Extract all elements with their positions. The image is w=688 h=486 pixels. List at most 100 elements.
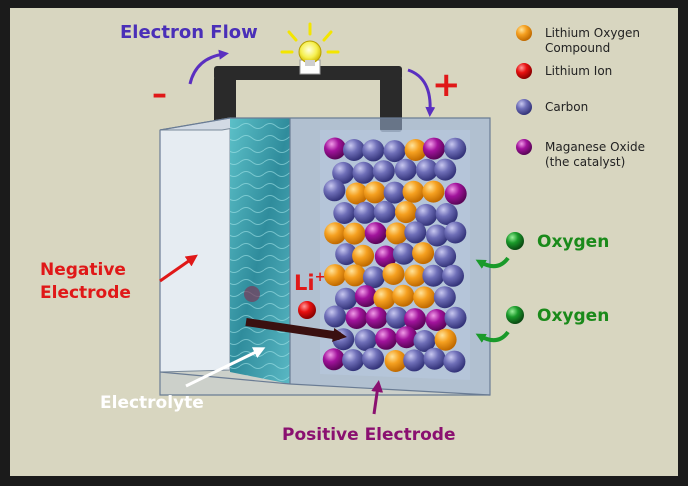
positive-electrode-label: Positive Electrode xyxy=(282,425,456,445)
lithium-oxygen-particle xyxy=(395,201,417,224)
lithium-oxygen-particle xyxy=(404,139,427,161)
carbon-particle xyxy=(373,200,396,223)
manganese-oxide-particle xyxy=(364,222,387,245)
carbon-particle xyxy=(426,224,448,247)
carbon-particle xyxy=(435,203,458,225)
light-bulb-icon xyxy=(280,22,340,66)
negative-electrode-label-2: Electrode xyxy=(40,283,131,303)
negative-electrode xyxy=(159,117,231,373)
carbon-particle xyxy=(324,305,347,328)
plus-sign: + xyxy=(432,65,461,105)
carbon-particle xyxy=(442,264,464,287)
lithium-oxygen-particle xyxy=(345,182,368,205)
carbon-particle xyxy=(443,350,466,373)
manganese-oxide-particle xyxy=(422,137,445,160)
lithium-oxygen-particle xyxy=(404,264,427,287)
electron-flow-label: Electron Flow xyxy=(120,22,258,43)
legend-swatch-lithium-ion xyxy=(516,63,532,79)
oxygen-label-bottom: Oxygen xyxy=(537,306,609,326)
lithium-oxygen-particle xyxy=(324,222,347,245)
li-ion-label: Li+ xyxy=(294,270,326,295)
carbon-particle xyxy=(404,221,427,244)
lithium-ion-particle xyxy=(298,301,316,319)
negative-electrode-pointer xyxy=(159,254,198,283)
carbon-particle xyxy=(444,221,467,244)
manganese-oxide-particle xyxy=(425,309,448,331)
electron-flow-arrow-right xyxy=(407,68,436,117)
carbon-particle xyxy=(354,329,377,351)
lithium-oxygen-particle xyxy=(385,222,408,245)
legend-label: Maganese Oxide xyxy=(545,140,645,154)
oxygen-label-top: Oxygen xyxy=(537,232,609,252)
carbon-particle xyxy=(342,349,365,372)
lithium-oxygen-particle xyxy=(352,244,375,267)
lithium-oxygen-particle xyxy=(422,180,445,203)
manganese-oxide-particle xyxy=(365,306,388,329)
manganese-oxide-particle xyxy=(324,137,346,160)
carbon-particle xyxy=(362,266,385,289)
lithium-oxygen-particle xyxy=(402,180,425,203)
lithium-oxygen-particle xyxy=(392,284,415,307)
electrolyte-label: Electrolyte xyxy=(100,393,204,413)
oxygen-inflow-arrow xyxy=(475,330,510,343)
lithium-oxygen-particle xyxy=(363,181,386,204)
box-edges xyxy=(159,117,491,396)
cathode-particles xyxy=(322,137,467,373)
carbon-particle xyxy=(385,306,408,329)
legend-swatch-lithium-oxygen xyxy=(516,25,532,41)
carbon-particle xyxy=(335,287,357,310)
carbon-particle xyxy=(444,137,467,160)
manganese-oxide-particle xyxy=(444,182,467,205)
manganese-oxide-particle xyxy=(322,348,345,371)
carbon-particle xyxy=(362,347,385,370)
legend-swatch-carbon xyxy=(516,99,532,115)
carbon-particle xyxy=(353,201,376,224)
lithium-oxygen-particle xyxy=(382,263,405,285)
oxygen-molecule-icon xyxy=(506,232,524,250)
oxygen-molecule-icon xyxy=(506,306,524,324)
carbon-particle xyxy=(433,286,456,309)
legend-label-sub: (the catalyst) xyxy=(545,155,625,169)
lithium-oxygen-particle xyxy=(434,328,457,351)
carbon-particle xyxy=(403,349,426,372)
carbon-particle xyxy=(352,161,375,184)
carbon-particle xyxy=(422,264,445,287)
manganese-oxide-particle xyxy=(354,285,377,308)
electrolyte-pointer xyxy=(185,347,266,388)
carbon-particle xyxy=(333,202,356,224)
carbon-particle xyxy=(434,245,457,268)
lithium-oxygen-particle xyxy=(343,222,366,245)
carbon-particle xyxy=(392,242,415,265)
carbon-particle xyxy=(415,203,438,226)
legend-label-sub: Compound xyxy=(545,41,610,55)
carbon-particle xyxy=(383,140,406,163)
manganese-oxide-particle xyxy=(375,327,398,350)
positive-electrode-pointer xyxy=(371,380,384,415)
electrolyte-ion xyxy=(244,286,260,302)
carbon-particle xyxy=(362,139,385,162)
carbon-particle xyxy=(332,161,355,184)
carbon-particle xyxy=(323,179,346,202)
electrolyte-waves xyxy=(230,118,290,384)
carbon-particle xyxy=(444,306,467,329)
manganese-oxide-particle xyxy=(395,326,418,349)
manganese-oxide-particle xyxy=(345,307,368,329)
manganese-oxide-particle xyxy=(374,245,397,268)
legend-label: Carbon xyxy=(545,100,588,114)
lithium-oxygen-particle xyxy=(384,350,407,372)
carbon-particle xyxy=(394,158,417,181)
legend-swatch-manganese-oxide xyxy=(516,139,532,155)
carbon-particle xyxy=(423,347,446,370)
lithium-oxygen-particle xyxy=(344,264,366,287)
manganese-oxide-particle xyxy=(404,308,426,331)
lithium-oxygen-particle xyxy=(412,242,435,265)
lithium-oxygen-particle xyxy=(413,286,436,309)
oxygen-inflow-arrow xyxy=(475,256,510,269)
legend-label: Lithium Ion xyxy=(545,64,612,78)
carbon-particle xyxy=(372,160,395,183)
electron-flow-arrow-left xyxy=(188,49,229,85)
carbon-particle xyxy=(383,181,406,204)
legend-label: Lithium Oxygen xyxy=(545,26,640,40)
